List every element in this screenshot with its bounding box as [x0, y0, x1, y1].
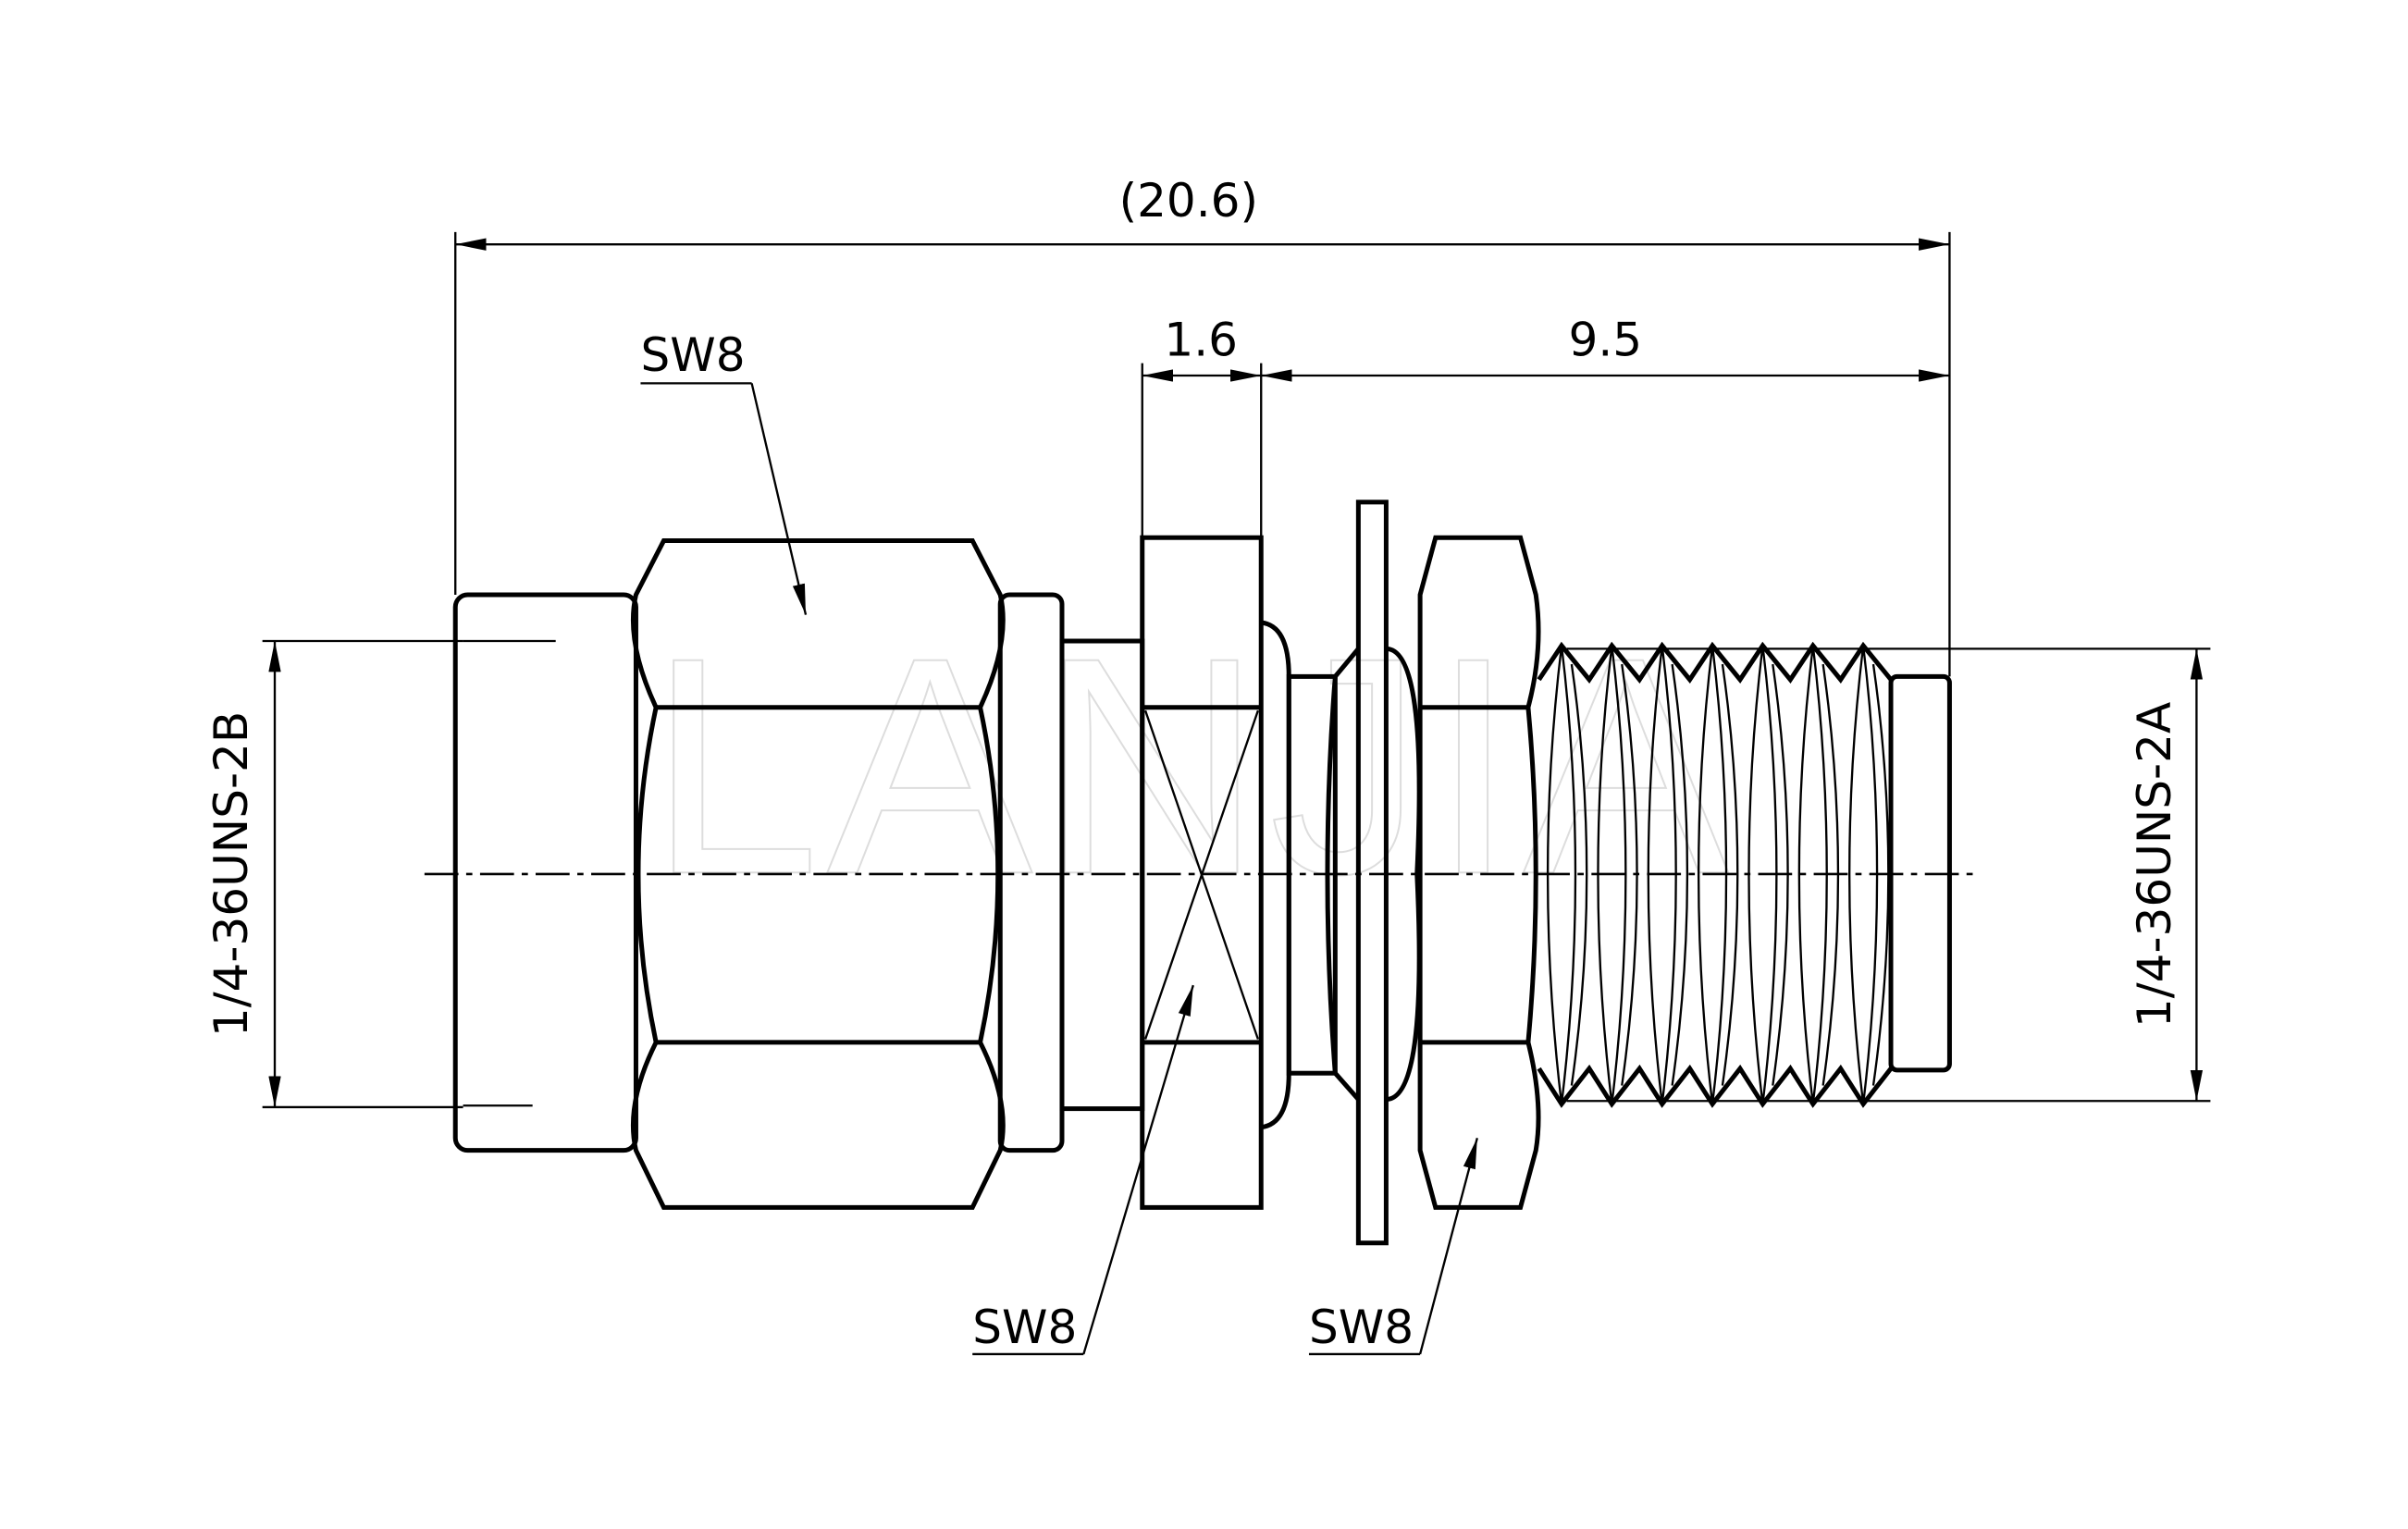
dim-right-thread: 1/4-36UNS-2A	[1566, 647, 2211, 1103]
svg-text:1/4-36UNS-2A: 1/4-36UNS-2A	[2128, 702, 2181, 1028]
thread-flank	[1871, 663, 1890, 1086]
dim-flange: 1.6	[1141, 313, 1263, 623]
thread-flank	[1647, 645, 1677, 1104]
svg-text:1.6: 1.6	[1164, 313, 1238, 366]
thread-flank	[1721, 663, 1739, 1086]
dim-thread-length: 9.5	[1261, 313, 1950, 382]
svg-text:SW8: SW8	[972, 1301, 1077, 1354]
thread-flank	[1570, 663, 1588, 1086]
thread-flank	[1698, 645, 1728, 1104]
svg-text:SW8: SW8	[640, 328, 745, 382]
svg-text:SW8: SW8	[1309, 1301, 1414, 1354]
thread-flank	[1546, 645, 1577, 1104]
thread-flank	[1797, 645, 1828, 1104]
callout-panel-nut: SW8	[1308, 1138, 1478, 1356]
thread-flank	[1821, 663, 1840, 1086]
lock-washer	[1355, 499, 1389, 1246]
external-thread	[1537, 641, 1893, 1108]
callout-coupling-nut: SW8	[640, 328, 808, 615]
contact-tip	[1888, 673, 1952, 1073]
body	[1286, 673, 1338, 1076]
dim-left-thread: 1/4-36UNS-2B	[204, 639, 463, 1109]
svg-text:1/4-36UNS-2B: 1/4-36UNS-2B	[204, 711, 258, 1037]
watermark: LANJIA	[648, 593, 1731, 938]
dim-overall: (20.6)	[454, 174, 1951, 677]
coupling-nut-body	[452, 592, 638, 1153]
coupling-hex	[630, 538, 1006, 1210]
svg-text:9.5: 9.5	[1569, 313, 1643, 366]
panel-nut-hex	[1417, 535, 1541, 1210]
thread-flank	[1597, 645, 1627, 1104]
thread-flank	[1671, 663, 1689, 1086]
thread-flank	[1621, 663, 1638, 1086]
thread-flank	[1747, 645, 1778, 1104]
svg-text:(20.6): (20.6)	[1119, 174, 1258, 228]
thread-flank	[1848, 645, 1879, 1104]
callout-flange-hex: SW8	[972, 984, 1194, 1356]
thread-flank	[1772, 663, 1789, 1086]
